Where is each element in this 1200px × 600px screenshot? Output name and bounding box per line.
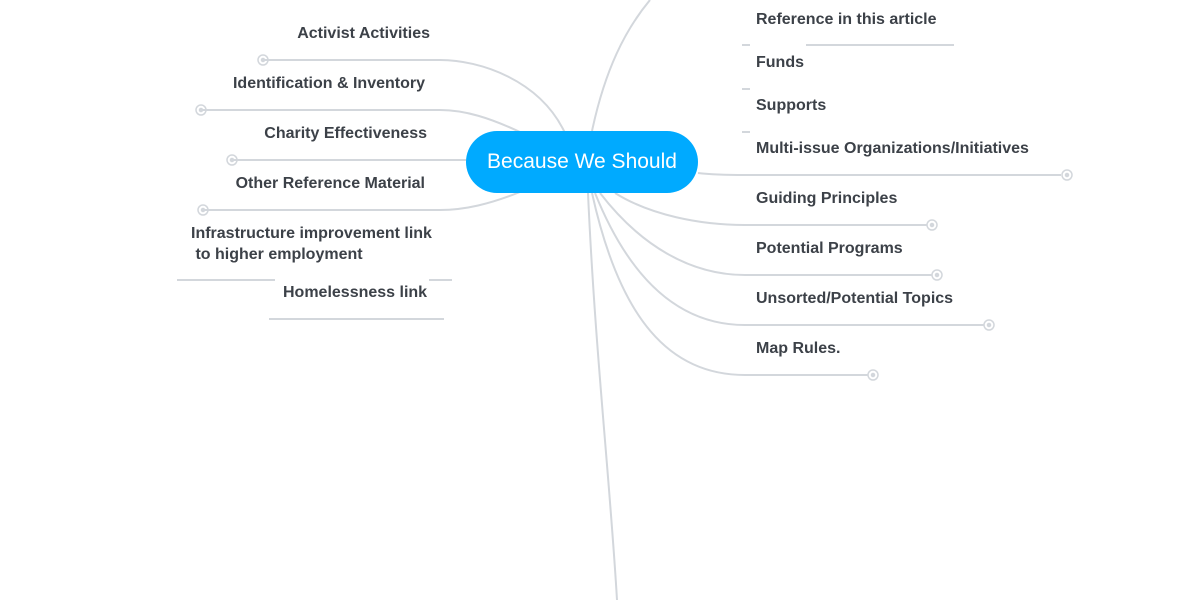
connector-potential-programs	[599, 192, 932, 276]
root-topic[interactable]: Because We Should	[466, 131, 698, 193]
topic-guiding-principles[interactable]: Guiding Principles	[756, 190, 898, 207]
topic-map-rules[interactable]: Map Rules.	[756, 340, 841, 357]
collapse-handles	[195, 54, 1073, 381]
topic-multi-issue-organizations[interactable]: Multi-issue Organizations/Initiatives	[756, 140, 1029, 157]
topic-homelessness-link[interactable]: Homelessness link	[283, 284, 428, 301]
topic-charity-effectiveness[interactable]: Charity Effectiveness	[264, 125, 427, 142]
collapse-icon	[1061, 169, 1073, 181]
connector-unsorted	[594, 192, 984, 326]
collapse-icon	[195, 104, 207, 116]
topic-funds[interactable]: Funds	[756, 54, 804, 71]
topic-identification-inventory[interactable]: Identification & Inventory	[232, 75, 425, 92]
connector-identification	[201, 109, 521, 133]
connector-other-reference	[203, 191, 521, 211]
topic-potential-programs[interactable]: Potential Programs	[756, 240, 903, 257]
connector-down	[587, 192, 618, 600]
collapse-icon	[983, 319, 995, 331]
topic-unsorted-potential-topics[interactable]: Unsorted/Potential Topics	[756, 290, 954, 307]
topic-reference-in-article[interactable]: Reference in this article	[756, 11, 937, 28]
connector-multi-issue	[697, 172, 1061, 176]
collapse-icon	[226, 154, 238, 166]
collapse-icon	[867, 369, 879, 381]
topic-infrastructure-employment[interactable]: Infrastructure improvement link to highe…	[191, 225, 432, 263]
topic-other-reference-material[interactable]: Other Reference Material	[235, 175, 425, 192]
collapse-icon	[926, 219, 938, 231]
topic-supports[interactable]: Supports	[756, 97, 827, 114]
connector-reference	[742, 44, 954, 133]
collapse-icon	[197, 204, 209, 216]
connector-activist	[263, 59, 566, 134]
connector-map-rules	[591, 192, 868, 376]
collapse-icon	[931, 269, 943, 281]
topic-activist-activities[interactable]: Activist Activities	[297, 25, 430, 42]
connector-guiding	[614, 192, 927, 226]
connector-up	[591, 0, 651, 132]
collapse-icon	[257, 54, 269, 66]
